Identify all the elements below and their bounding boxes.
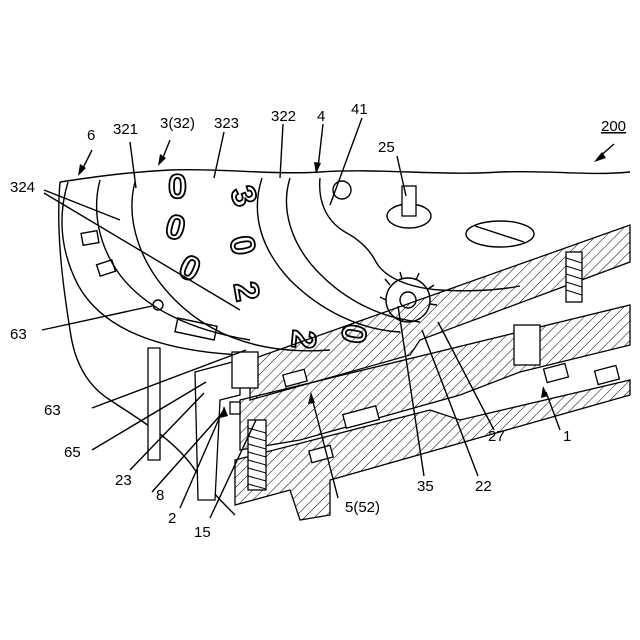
digit-4: 3 [222, 181, 264, 212]
digit-3: 0 [173, 247, 206, 289]
label-25: 25 [378, 139, 395, 156]
block-right-1 [514, 325, 540, 365]
block-small [232, 352, 258, 388]
label-63-bottom: 63 [44, 402, 61, 419]
block-left-small [230, 402, 240, 414]
label-15: 15 [194, 524, 211, 541]
digit-1: 0 [168, 168, 187, 206]
leader-lines [42, 118, 614, 518]
label-2: 2 [168, 510, 176, 527]
label-5-52: 5(52) [345, 499, 380, 516]
block-right-3 [595, 365, 620, 384]
dial-window-2 [97, 260, 116, 276]
break-line-top [60, 170, 630, 182]
label-200: 200 [601, 118, 626, 135]
label-1: 1 [563, 428, 571, 445]
label-65: 65 [64, 444, 81, 461]
spring-right [566, 252, 582, 302]
label-41: 41 [351, 101, 368, 118]
label-27: 27 [488, 428, 505, 445]
label-3-32: 3(32) [160, 115, 195, 132]
label-8: 8 [156, 487, 164, 504]
label-35: 35 [417, 478, 434, 495]
date-ring-322-outer [257, 178, 400, 332]
label-23: 23 [115, 472, 132, 489]
label-6: 6 [87, 127, 95, 144]
screw-slot [475, 226, 524, 242]
label-22: 22 [475, 478, 492, 495]
lever-65 [148, 348, 160, 460]
digit-5: 0 [222, 233, 263, 258]
digit-2: 0 [161, 207, 189, 249]
label-321: 321 [113, 121, 138, 138]
label-4: 4 [317, 108, 325, 125]
label-322: 322 [271, 108, 296, 125]
label-63-top: 63 [10, 326, 27, 343]
date-digits: 0 0 0 3 0 2 2 0 [161, 168, 373, 351]
dial-window-1 [81, 231, 99, 246]
label-324: 324 [10, 179, 35, 196]
block-right-2 [544, 363, 569, 382]
label-323: 323 [214, 115, 239, 132]
digit-6: 2 [226, 279, 267, 304]
